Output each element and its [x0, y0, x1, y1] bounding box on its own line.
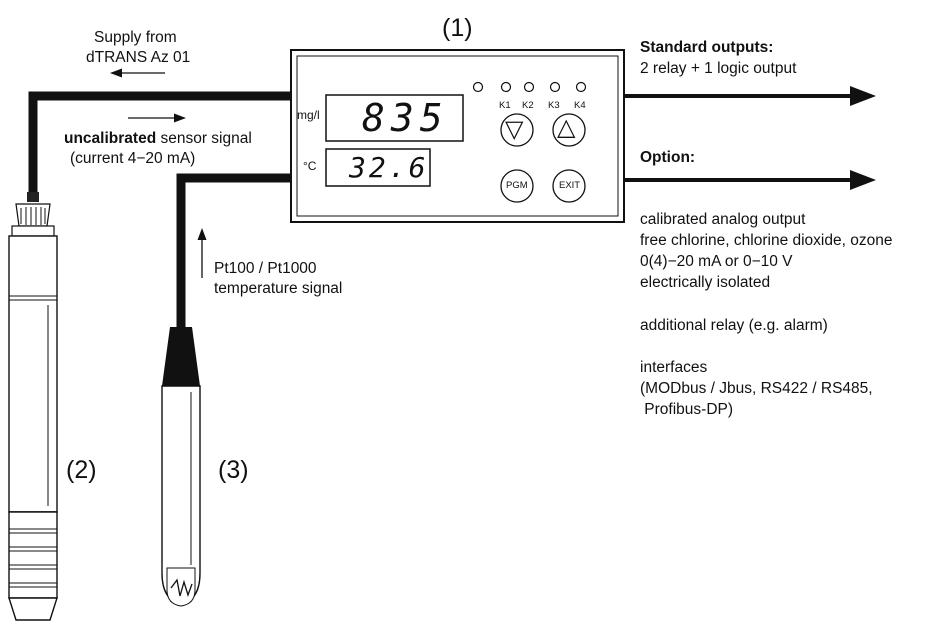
- label-unit-3: (3): [218, 456, 249, 484]
- sensor-cable: [28, 91, 291, 200]
- unit-label-bottom: °C: [303, 159, 317, 173]
- status-led: [472, 81, 484, 93]
- unit-label-top: mg/l: [297, 108, 320, 122]
- led-label-k1: K1: [499, 100, 511, 111]
- down-button[interactable]: [500, 113, 534, 147]
- led-k1: [500, 81, 512, 93]
- supply-arrow: [110, 68, 165, 78]
- temperature-text-line2: temperature signal: [214, 280, 343, 297]
- option-line: interfaces: [640, 359, 708, 376]
- up-triangle-icon[interactable]: △: [557, 114, 576, 141]
- led-label-k2: K2: [522, 100, 534, 111]
- option-line: (MODbus / Jbus, RS422 / RS485,: [640, 380, 873, 397]
- led-k4: [575, 81, 587, 93]
- standard-output-arrow: [624, 86, 876, 106]
- option-title: Option:: [640, 149, 696, 166]
- display-bottom-value: 32.6: [349, 151, 429, 184]
- sensor-signal-text: uncalibrated sensor signal: [64, 129, 252, 149]
- option-line: calibrated analog output: [640, 211, 806, 228]
- led-k2: [523, 81, 535, 93]
- label-unit-2: (2): [66, 456, 97, 484]
- label-unit-1: (1): [442, 14, 473, 42]
- display-top-window: [325, 94, 464, 142]
- option-line: 0(4)−20 mA or 0−10 V: [640, 253, 793, 270]
- option-line: additional relay (e.g. alarm): [640, 317, 828, 334]
- temperature-sensor: [161, 327, 201, 607]
- down-triangle-icon[interactable]: ▽: [505, 116, 524, 143]
- option-line: free chlorine, chlorine dioxide, ozone: [640, 232, 893, 249]
- option-line: electrically isolated: [640, 274, 771, 291]
- display-top-value: 835: [362, 96, 449, 140]
- led-label-k4: K4: [574, 100, 586, 111]
- sensor-signal-bold: uncalibrated: [64, 130, 157, 147]
- led-k3: [549, 81, 561, 93]
- temperature-signal-arrow: [197, 228, 207, 278]
- pgm-label[interactable]: PGM: [506, 180, 528, 191]
- pgm-button[interactable]: [500, 169, 534, 203]
- exit-button[interactable]: [552, 169, 586, 203]
- supply-text-line1: Supply from: [94, 29, 177, 46]
- up-button[interactable]: [552, 113, 586, 147]
- controller-device: [290, 49, 625, 223]
- temperature-text-line1: Pt100 / Pt1000: [214, 260, 317, 277]
- option-line: Profibus-DP): [640, 401, 734, 418]
- chlorine-sensor: [8, 192, 58, 621]
- supply-text-line2: dTRANS Az 01: [86, 49, 191, 66]
- sensor-signal-rest: sensor signal: [156, 130, 252, 147]
- display-bottom-window: [325, 148, 431, 187]
- led-label-k3: K3: [548, 100, 560, 111]
- option-output-arrow: [624, 170, 876, 190]
- exit-label[interactable]: EXIT: [559, 180, 581, 191]
- sensor-signal-arrow: [128, 113, 186, 123]
- standard-outputs-desc: 2 relay + 1 logic output: [640, 60, 797, 77]
- temperature-cable: [176, 173, 291, 327]
- standard-outputs-title: Standard outputs:: [640, 39, 774, 56]
- sensor-current-text: (current 4−20 mA): [70, 150, 196, 167]
